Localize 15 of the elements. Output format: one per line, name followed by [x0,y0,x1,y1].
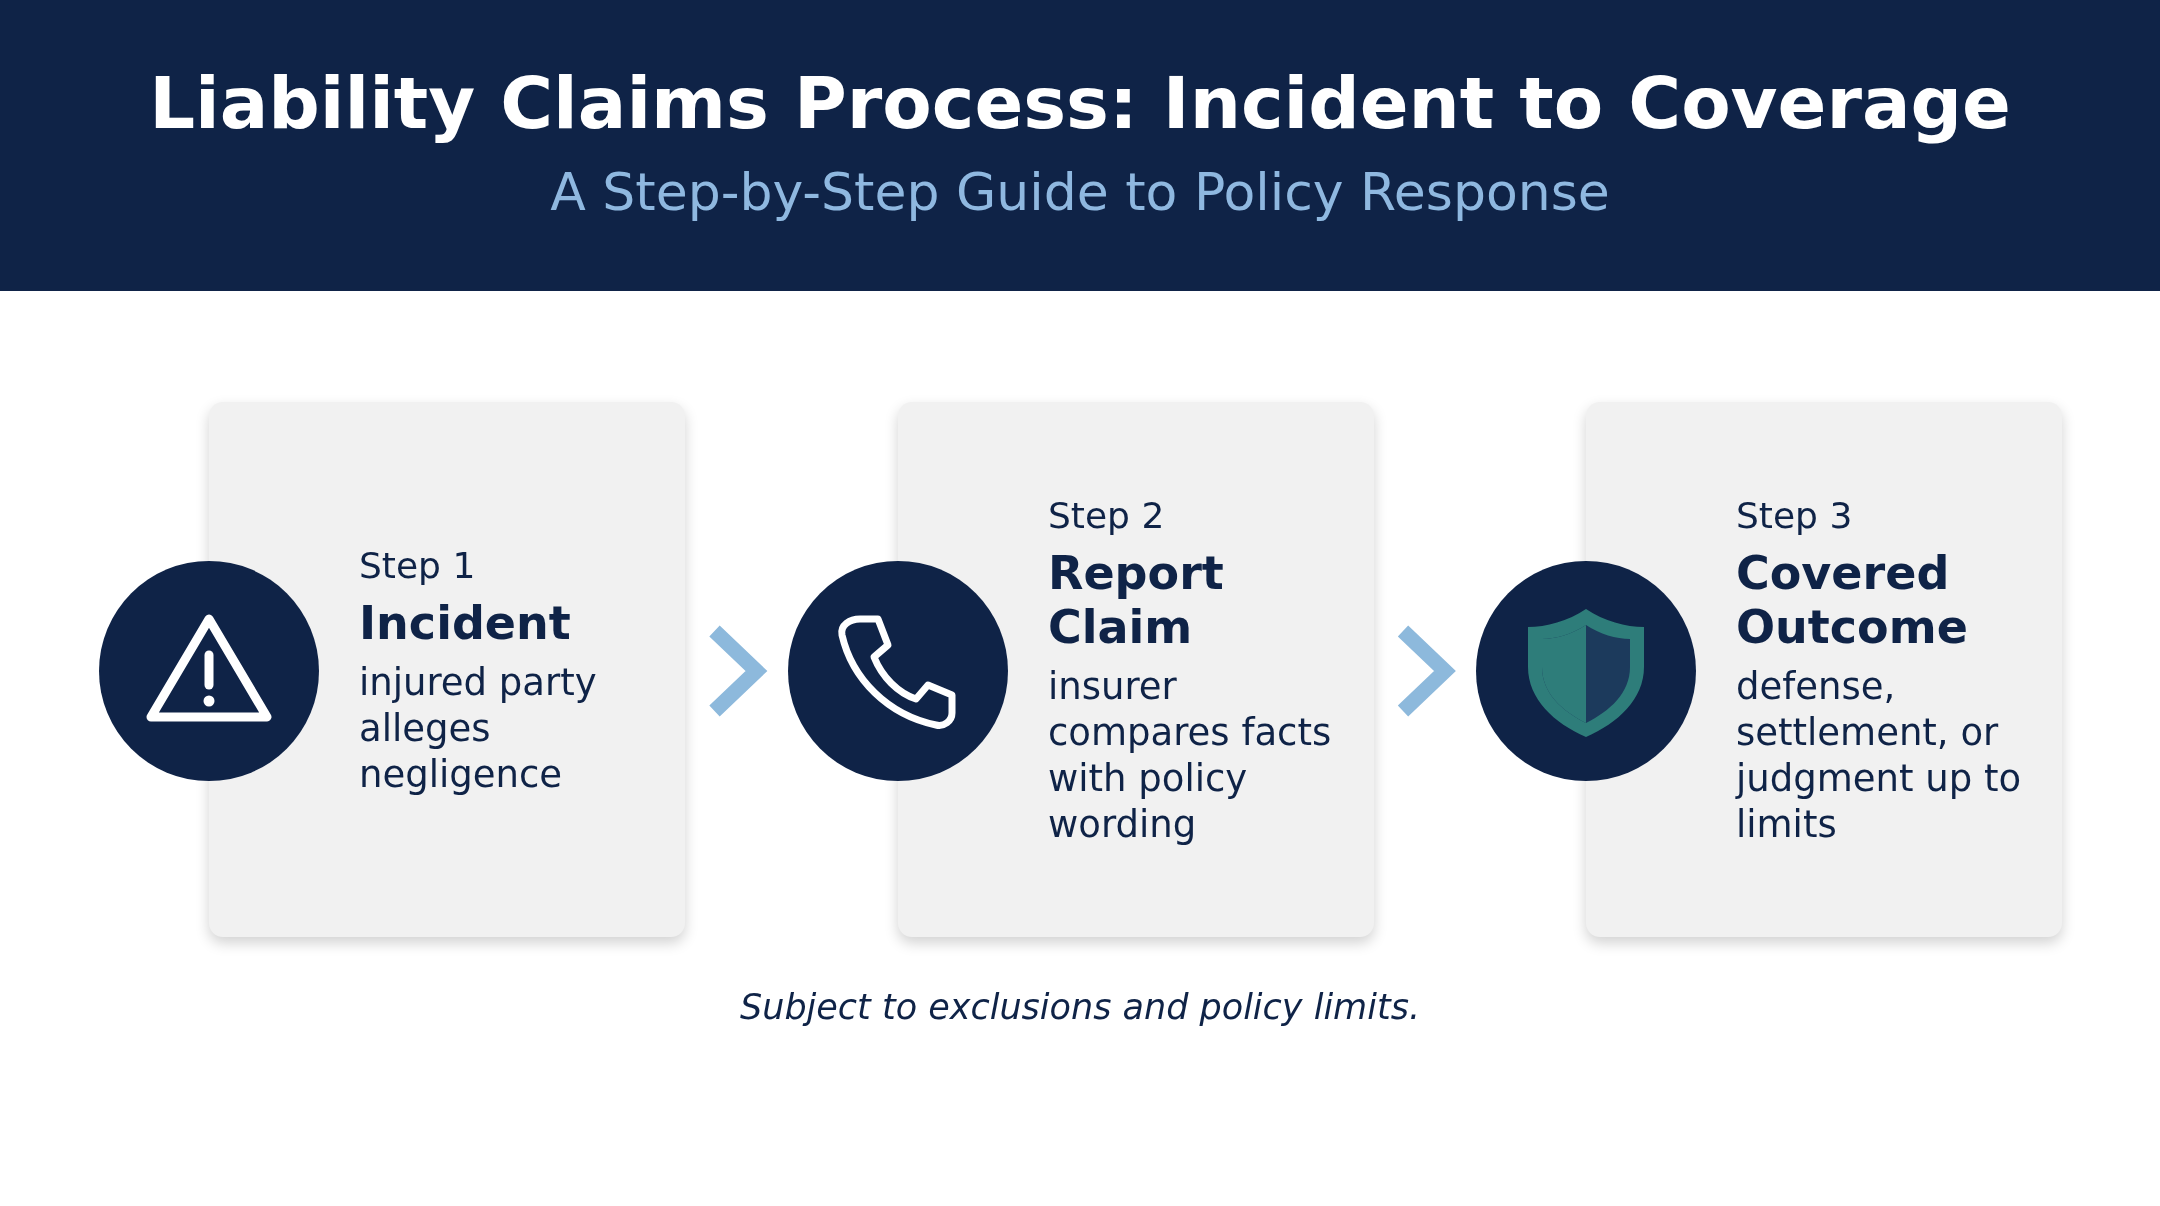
step-description: defense, settlement, or judgment up to limits [1736,663,2023,848]
subtitle: A Step-by-Step Guide to Policy Response [549,161,1611,224]
step-label: Step 3 [1736,493,1853,538]
step-heading: Incident [359,595,571,650]
step-card [898,402,1374,937]
step-label: Step 2 [1048,493,1165,538]
step-description: injured party alleges negligence [359,659,598,798]
step-description: insurer compares facts with policy wording [1048,663,1333,848]
step-card [1586,402,2062,937]
caption: Subject to exclusions and policy limits. [739,986,1421,1029]
step-card [209,402,685,937]
step-heading: Covered Outcome [1736,545,1969,654]
step-label: Step 1 [359,543,476,588]
title: Liability Claims Process: Incident to Coverage [148,60,2012,147]
step-heading: Report Claim [1048,545,1225,654]
